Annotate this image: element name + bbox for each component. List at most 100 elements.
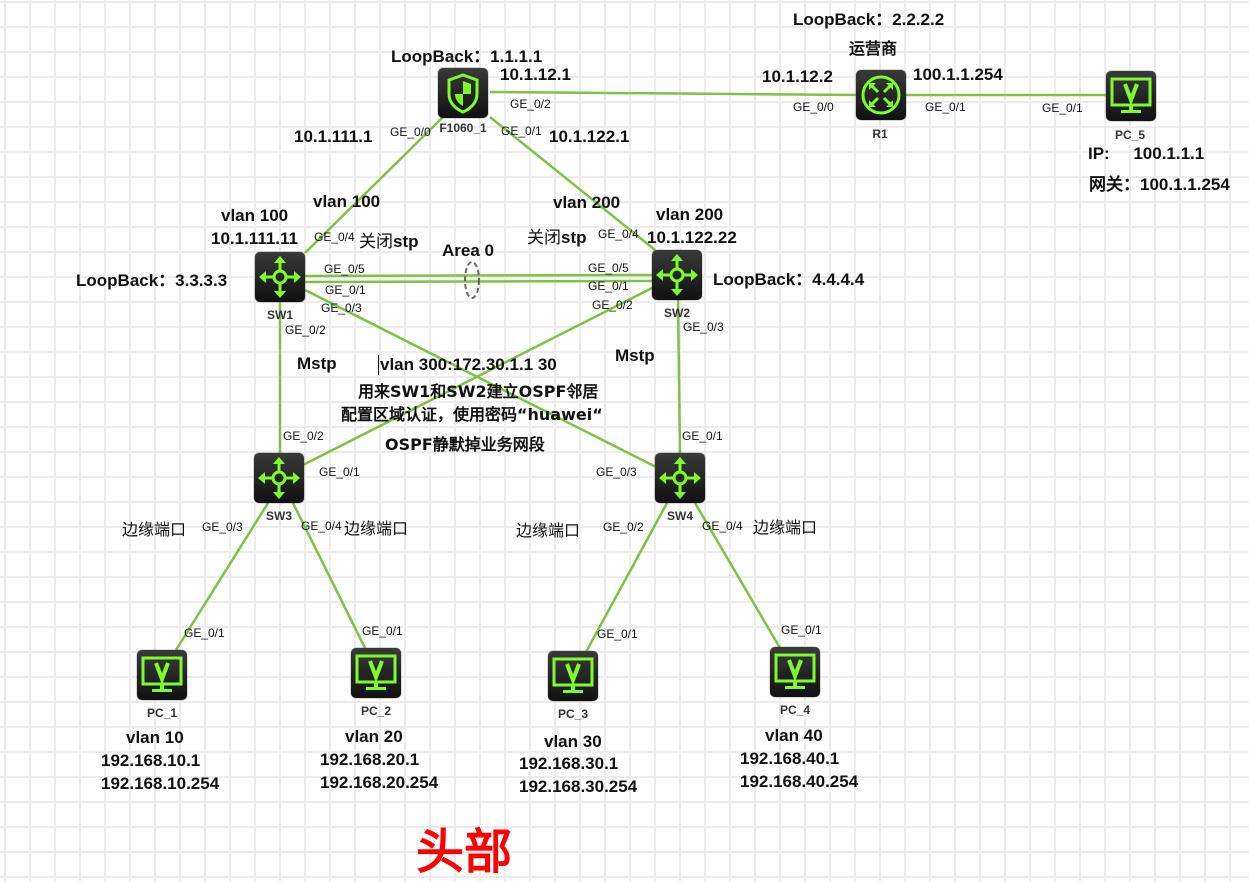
r1-role-label: 运营商 <box>849 39 898 58</box>
area-0-label: Area 0 <box>442 241 494 260</box>
r1-loopback-label: LoopBack：2.2.2.2 <box>793 10 945 29</box>
port-label: GE_0/0 <box>390 125 431 139</box>
port-label: GE_0/4 <box>314 230 355 244</box>
switch-device-sw4[interactable] <box>655 453 705 503</box>
device-name-pc1: PC_1 <box>146 706 178 720</box>
pc1-gateway-label: 192.168.10.254 <box>101 774 220 793</box>
sw1-vlan-label: vlan 100 <box>221 206 289 225</box>
link-fw-sw1[interactable] <box>304 116 444 254</box>
firewall-shield-icon <box>447 73 479 114</box>
port-label: GE_0/5 <box>588 261 629 275</box>
device-name-pc2: PC_2 <box>360 704 392 718</box>
device-name-sw2: SW2 <box>663 306 691 320</box>
firewall-device-f1060[interactable] <box>438 68 488 118</box>
port-label: GE_0/4 <box>702 519 743 533</box>
port-label: GE_0/2 <box>592 298 633 312</box>
topology-canvas: F1060_1 R1 PC_5 SW1 <box>76 10 1230 880</box>
port-label: GE_0/2 <box>283 429 324 443</box>
device-name-pc5: PC_5 <box>1114 128 1146 142</box>
ospf-neighbor-note: 用来SW1和SW2建立OSPF邻居 <box>358 382 599 401</box>
link-sw4-pc3[interactable] <box>584 502 669 653</box>
port-label: GE_0/3 <box>202 520 243 534</box>
device-name-r1: R1 <box>872 127 888 141</box>
router-device-r1[interactable] <box>856 70 906 120</box>
switch-device-sw3[interactable] <box>254 453 304 503</box>
device-name-sw3: SW3 <box>265 509 293 523</box>
mstp-left-label: Mstp <box>297 354 337 373</box>
port-label: GE_0/1 <box>501 124 542 138</box>
pc2-vlan-label: vlan 20 <box>345 727 403 746</box>
sw1-stp-suffix: stp <box>393 232 419 251</box>
port-label: GE_0/1 <box>1042 101 1083 115</box>
pc5-ip-label: IP: 100.1.1.1 <box>1088 144 1205 163</box>
pc3-vlan-label: vlan 30 <box>544 732 602 751</box>
link-sw1-sw4[interactable] <box>304 288 659 470</box>
pc-device-pc1[interactable] <box>137 650 187 700</box>
sw2-loopback-label: LoopBack：4.4.4.4 <box>713 270 865 289</box>
router-icon <box>861 75 901 115</box>
fw-loopback-label: LoopBack：1.1.1.1 <box>391 47 543 66</box>
device-name-pc3: PC_3 <box>557 707 589 721</box>
port-label: GE_0/1 <box>319 465 360 479</box>
link-sw4-pc4[interactable] <box>693 502 782 649</box>
pc3-ip-label: 192.168.30.1 <box>519 754 619 773</box>
port-label: GE_0/4 <box>598 227 639 241</box>
links-layer <box>174 90 1108 653</box>
sw1-stp-prefix: 关闭 <box>359 232 393 252</box>
link-fw-sw2[interactable] <box>489 116 656 251</box>
sw4-edge-port-left: 边缘端口 <box>516 521 581 540</box>
sw3-edge-port-right: 边缘端口 <box>344 519 409 538</box>
port-label: GE_0/1 <box>184 626 225 640</box>
sw1-ip-label: 10.1.111.11 <box>211 229 298 248</box>
link-sw2-sw4[interactable] <box>676 299 682 455</box>
port-label: GE_0/3 <box>321 301 362 315</box>
pc-monitor-icon <box>355 654 397 690</box>
device-name-f1060: F1060_1 <box>439 121 487 135</box>
port-label: GE_0/2 <box>603 520 644 534</box>
port-label: GE_0/1 <box>597 627 638 641</box>
sw2-stp-suffix: stp <box>561 228 587 247</box>
link-sw3-pc2[interactable] <box>291 502 367 649</box>
mstp-right-label: Mstp <box>615 346 655 365</box>
port-label: GE_0/5 <box>324 262 365 276</box>
pc4-gateway-label: 192.168.40.254 <box>740 772 859 791</box>
pc2-ip-label: 192.168.20.1 <box>320 750 420 769</box>
pc-monitor-icon <box>552 657 594 693</box>
pc-device-pc5[interactable] <box>1106 71 1156 121</box>
device-name-pc4: PC_4 <box>779 703 811 717</box>
ospf-auth-note: 配置区域认证，使用密码“huawei“ <box>341 405 603 424</box>
port-label: GE_0/1 <box>325 283 366 297</box>
switch-icon <box>259 256 301 298</box>
pc-device-pc2[interactable] <box>351 648 401 698</box>
pc4-ip-label: 192.168.40.1 <box>740 749 840 768</box>
port-label: GE_0/3 <box>596 465 637 479</box>
link-sw1-sw2-ge05[interactable] <box>304 273 653 278</box>
pc-device-pc3[interactable] <box>548 651 598 701</box>
pc1-vlan-label: vlan 10 <box>126 728 184 747</box>
link-fw-r1[interactable] <box>489 90 859 97</box>
switch-icon <box>656 254 698 296</box>
switch-device-sw1[interactable] <box>255 252 305 302</box>
switch-device-sw2[interactable] <box>652 250 702 300</box>
area-0-marker <box>464 261 480 299</box>
link-sw3-pc1[interactable] <box>174 502 270 651</box>
port-label: GE_0/2 <box>285 323 326 337</box>
vlan300-label: vlan 300:172.30.1.1 30 <box>378 355 557 375</box>
fw-ge00-ip-label: 10.1.111.1 <box>294 127 373 146</box>
sw2-stp-prefix: 关闭 <box>527 228 561 248</box>
port-label: GE_0/2 <box>510 97 551 111</box>
port-label: GE_0/0 <box>793 100 834 114</box>
r1-ge00-ip-label: 10.1.12.2 <box>762 67 833 86</box>
sw1-loopback-label: LoopBack：3.3.3.3 <box>76 271 228 290</box>
port-label: GE_0/1 <box>682 429 723 443</box>
switch-icon <box>659 457 701 499</box>
device-name-sw1: SW1 <box>266 308 294 322</box>
sw2-ip-label: 10.1.122.22 <box>647 228 737 247</box>
switch-icon <box>258 457 300 499</box>
link-sw2-sw3[interactable] <box>302 286 653 467</box>
pc-device-pc4[interactable] <box>770 647 820 697</box>
fw-ge01-ip-label: 10.1.122.1 <box>549 127 630 146</box>
port-label: GE_0/1 <box>588 279 629 293</box>
sw2-stp-label: 关闭stp <box>527 223 587 248</box>
pc-monitor-icon <box>141 656 183 692</box>
